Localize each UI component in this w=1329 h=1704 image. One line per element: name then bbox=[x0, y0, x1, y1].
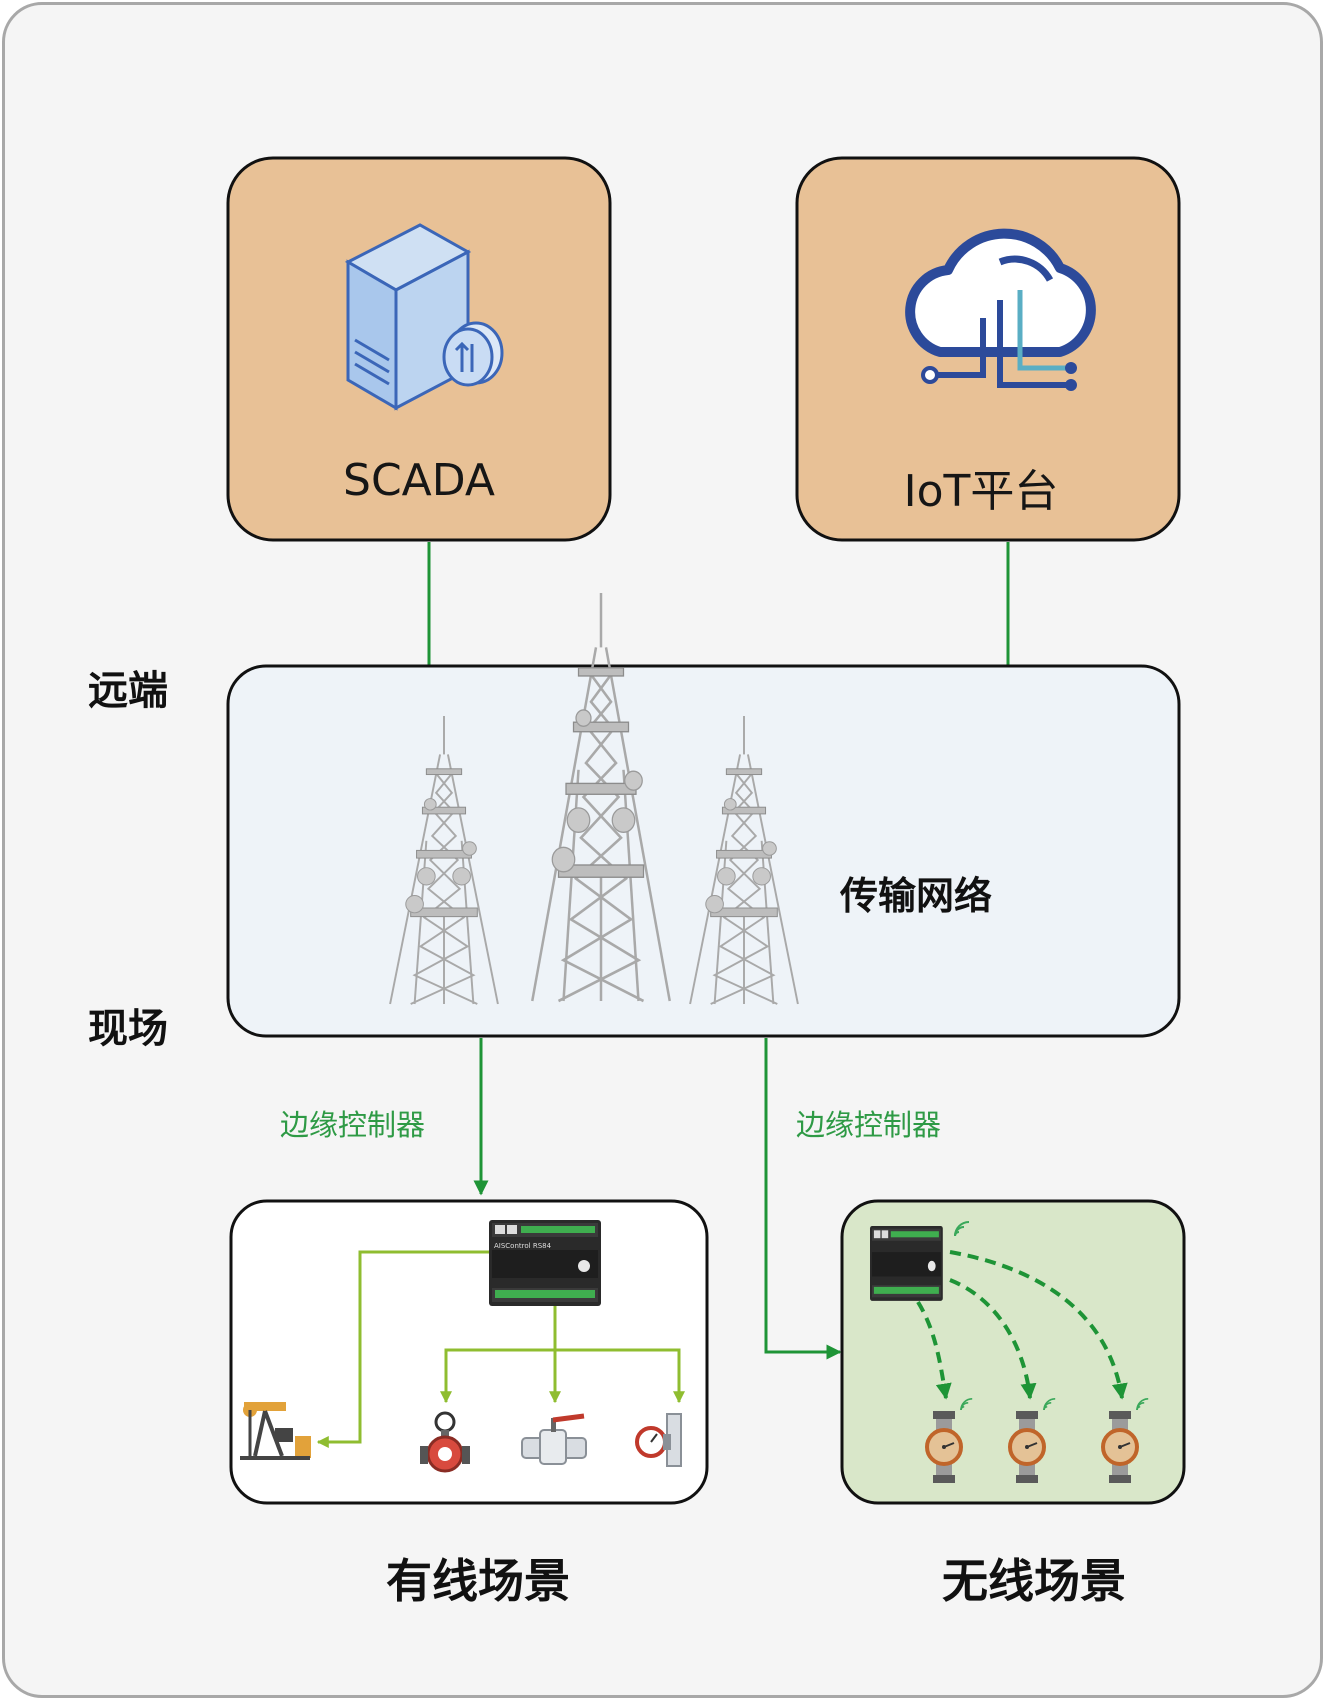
wireless-link-2 bbox=[949, 1278, 1037, 1400]
wire-branch bbox=[444, 1348, 681, 1402]
edge-controller-label-wired: 边缘控制器 bbox=[280, 1108, 426, 1142]
network-box bbox=[226, 664, 1181, 1038]
wired-scene-label: 有线场景 bbox=[386, 1554, 570, 1608]
remote-label: 远端 bbox=[88, 668, 168, 714]
wireless-scene-label: 无线场景 bbox=[942, 1554, 1126, 1608]
device-model-label: AISControl RS84 bbox=[494, 1242, 552, 1250]
network-label: 传输网络 bbox=[840, 874, 993, 918]
edge-controller-wired bbox=[489, 1220, 601, 1306]
edge-controller-wireless bbox=[870, 1226, 943, 1301]
field-label: 现场 bbox=[88, 1006, 168, 1052]
scada-label: SCADA bbox=[343, 455, 495, 506]
wireless-link-3 bbox=[949, 1250, 1128, 1400]
arrow-network-wireless bbox=[764, 1038, 842, 1360]
cloud-icon bbox=[905, 228, 1096, 391]
server-icon bbox=[344, 223, 504, 411]
wire-to-pumpjack bbox=[316, 1250, 489, 1448]
pressure-valve-icon bbox=[420, 1411, 470, 1473]
wireless-link-1 bbox=[916, 1300, 952, 1400]
pipe-gauge-icon bbox=[635, 1413, 682, 1467]
ball-valve-icon bbox=[521, 1413, 587, 1465]
pumpjack-icon bbox=[240, 1402, 311, 1460]
edge-controller-label-wireless: 边缘控制器 bbox=[796, 1108, 942, 1142]
iot-platform-label: IoT平台 bbox=[903, 466, 1059, 517]
